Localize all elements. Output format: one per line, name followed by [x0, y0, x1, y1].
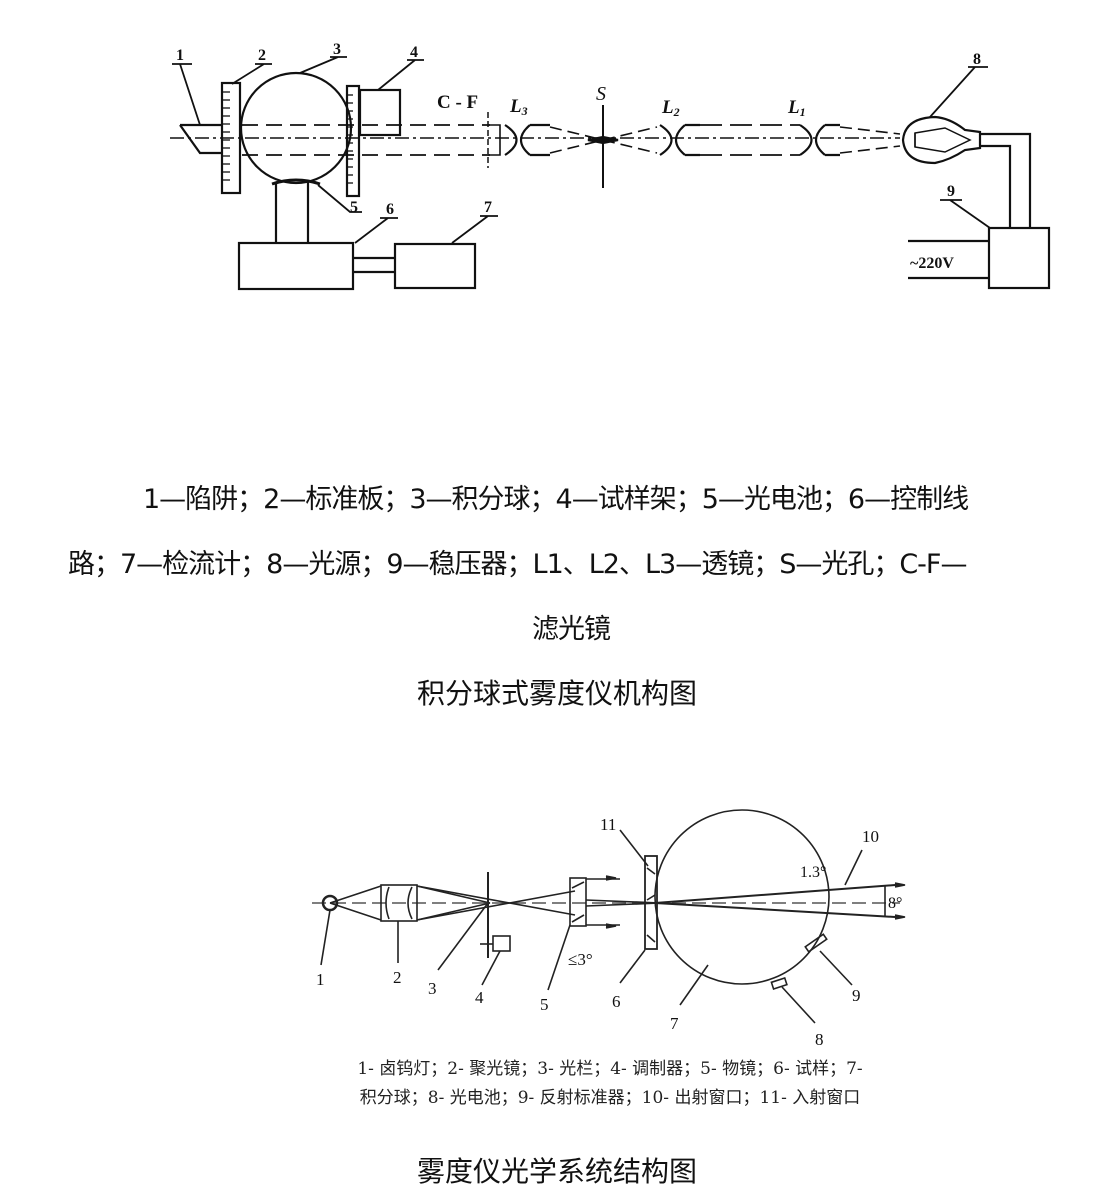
label-3: 3: [428, 979, 437, 998]
voltage-regulator: [987, 226, 1051, 290]
label-7: 7: [670, 1014, 679, 1033]
label-2: 2: [393, 968, 402, 987]
angle-le-3: ≤3°: [568, 950, 593, 969]
integrating-sphere: [239, 71, 353, 185]
label-3: 3: [333, 41, 341, 58]
galvanometer: [393, 242, 477, 290]
label-l3: L3: [509, 96, 528, 118]
label-4: 4: [410, 44, 418, 61]
label-10: 10: [862, 827, 879, 846]
label-6: 6: [612, 992, 621, 1011]
label-5: 5: [540, 995, 549, 1014]
figure1-diagram: 1 2 3 4 5 6 7 8 9 C - F L3 S L2 L1 ~220V: [170, 41, 1051, 291]
label-cf: C - F: [437, 92, 478, 113]
label-7: 7: [484, 199, 492, 216]
label-5: 5: [350, 199, 358, 216]
sample-holder: [358, 88, 402, 137]
integrating-sphere: [654, 809, 830, 985]
figure1-legend-line1: 1—陷阱；2—标准板；3—积分球；4—试样架；5—光电池；6—控制线: [143, 484, 969, 515]
label-8: 8: [815, 1030, 824, 1049]
label-2: 2: [258, 47, 266, 64]
angle-1-3: 1.3°: [800, 864, 826, 881]
condenser: [380, 884, 418, 922]
control-circuit: [237, 241, 355, 291]
label-9: 9: [947, 183, 955, 200]
label-11: 11: [600, 815, 616, 834]
angle-8: 8°: [888, 895, 902, 912]
figure1-legend-line2: 路；7—检流计；8—光源；9—稳压器；L1、L2、L3—透镜；S—光孔；C-F—: [68, 549, 967, 580]
objective-lens: [569, 877, 587, 927]
standard-plate: [220, 81, 242, 195]
label-6: 6: [386, 201, 394, 218]
figure1-legend-line3: 滤光镜: [532, 614, 611, 645]
figure2-legend-line1: 1- 卤钨灯；2- 聚光镜；3- 光栏；4- 调制器；5- 物镜；6- 试样；7…: [357, 1059, 863, 1079]
label-l2: L2: [661, 97, 680, 119]
label-voltage: ~220V: [910, 255, 954, 272]
figure1-caption: 积分球式雾度仪机构图: [416, 677, 697, 710]
figure2-legend-line2: 积分球；8- 光电池；9- 反射标准器；10- 出射窗口；11- 入射窗口: [359, 1088, 861, 1108]
figure2-diagram: 1 2 3 4 5 6 7 8 9 10 11 1.3° 8° ≤3°: [312, 809, 906, 1049]
label-9: 9: [852, 986, 861, 1005]
light-source: [901, 115, 982, 165]
figure2-caption: 雾度仪光学系统结构图: [416, 1155, 697, 1188]
modulator: [492, 935, 511, 952]
label-1: 1: [176, 47, 184, 64]
label-s: S: [596, 83, 606, 105]
label-l1: L1: [787, 97, 806, 119]
label-1: 1: [316, 970, 325, 989]
label-4: 4: [475, 988, 484, 1007]
label-8: 8: [973, 51, 981, 68]
